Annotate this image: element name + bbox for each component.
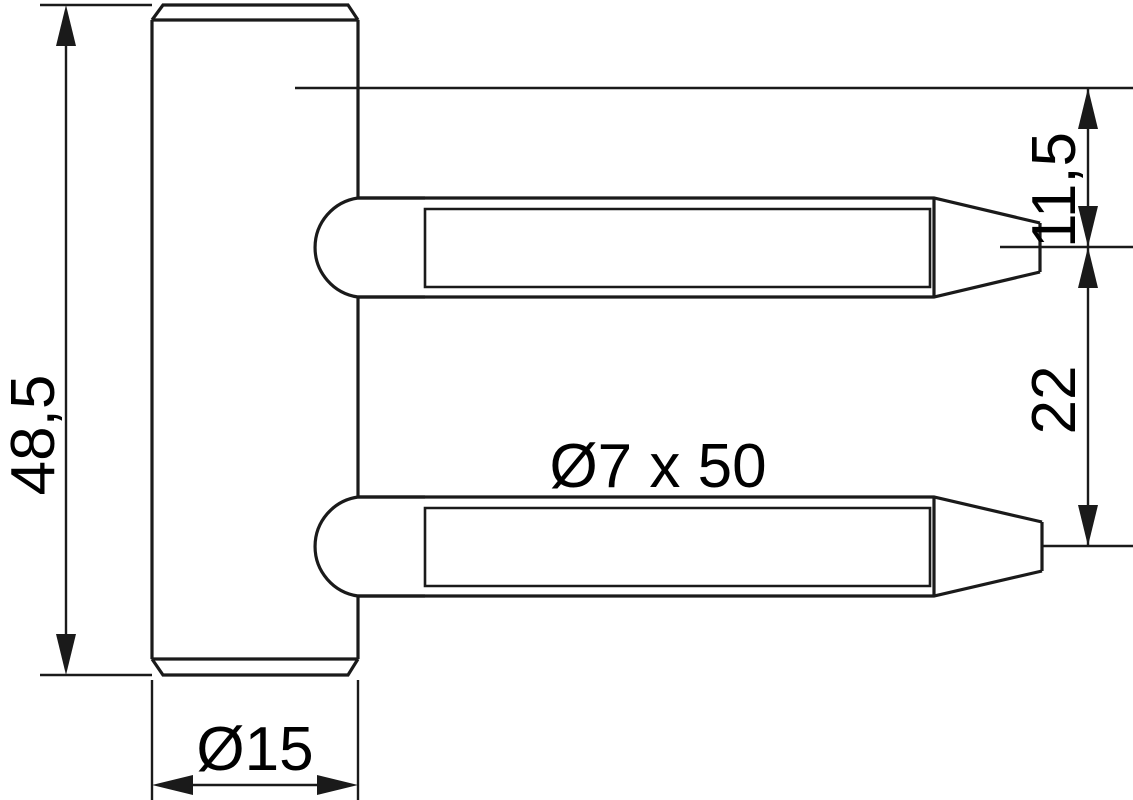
pin-upper (313, 196, 1042, 299)
pin-lower-bottom-edge (358, 569, 1043, 598)
dim-label-pin-offset-top: 11,5 (1020, 132, 1089, 248)
arrow-down-pin-offset-top (1078, 206, 1098, 247)
callout-label-pin-spec: Ø7 x 50 (549, 432, 766, 501)
dimension-body-diameter: Ø15 (150, 680, 360, 800)
body-barrel (150, 3, 360, 677)
pin-lower (313, 495, 1044, 598)
body-top-chamfer (150, 3, 360, 21)
pin-upper-knurl (423, 207, 932, 289)
pin-upper-bottom-edge (358, 270, 1041, 299)
pin-upper-root (313, 196, 425, 299)
arrow-up-overall-height (56, 5, 76, 46)
pin-lower-knurl (423, 506, 932, 588)
arrow-left-body-diameter (152, 775, 193, 795)
dimension-pin-spacing: 22 (1020, 247, 1133, 548)
arrow-right-body-diameter (317, 775, 358, 795)
arrow-up-pin-spacing (1078, 247, 1098, 288)
dimension-overall-height: 48,5 (0, 3, 152, 677)
dim-label-pin-spacing: 22 (1020, 366, 1089, 435)
pin-lower-root (313, 495, 425, 598)
pin-upper-top-edge (358, 196, 1041, 225)
arrow-up-pin-offset-top (1078, 88, 1098, 129)
body-bottom-chamfer (150, 658, 360, 677)
dim-label-overall-height: 48,5 (0, 375, 68, 496)
dimension-pin-offset-top: 11,5 (295, 86, 1133, 249)
callout-pin-spec: Ø7 x 50 (549, 432, 766, 501)
arrow-down-overall-height (56, 634, 76, 675)
arrow-down-pin-spacing (1078, 505, 1098, 546)
dim-label-body-diameter: Ø15 (196, 715, 313, 784)
